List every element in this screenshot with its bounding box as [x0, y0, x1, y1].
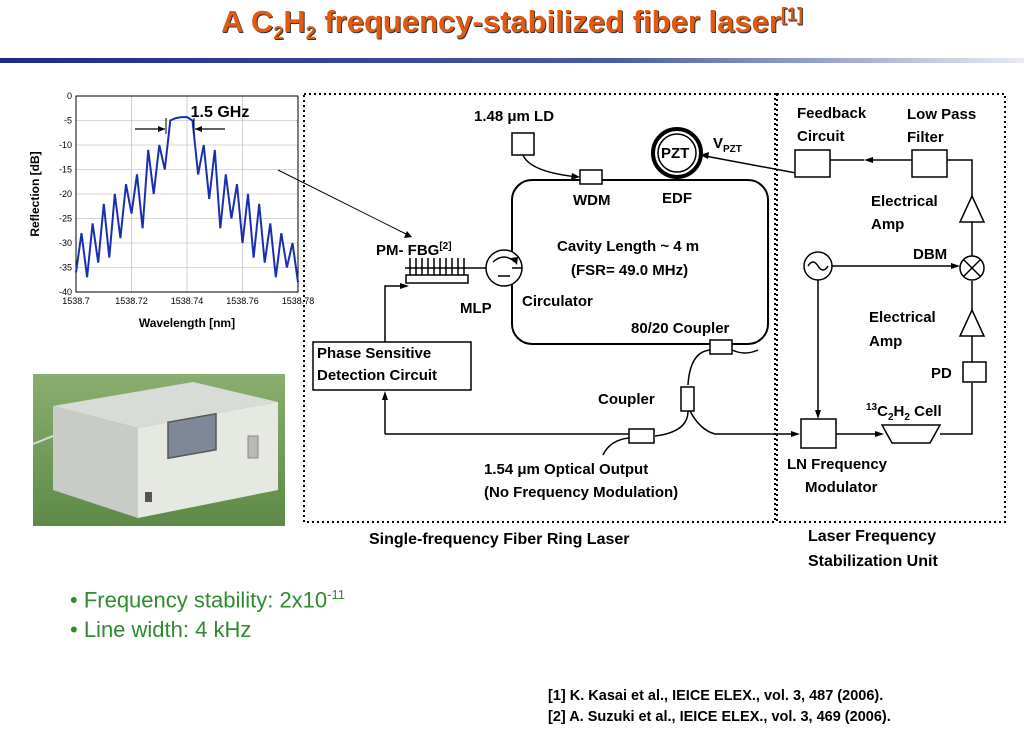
amp2-symbol: [958, 308, 986, 337]
psd-to-fbg-line: [384, 285, 405, 342]
amp1-label-1: Electrical: [871, 193, 938, 210]
vpzt-label: VPZT: [713, 135, 742, 155]
laser-unit-photo: [32, 374, 285, 526]
x-tick-label: 1538.74: [171, 296, 204, 306]
fbg-grating: [409, 258, 465, 275]
psd-label-line2: Detection Circuit: [317, 367, 438, 384]
stabilization-unit-boundary: [776, 93, 1006, 523]
y-tick-label: -30: [59, 238, 72, 248]
coupler-label: Coupler: [598, 391, 655, 408]
coupler-8020: [709, 339, 733, 355]
y-tick-label: -40: [59, 287, 72, 297]
feedback-circuit-label-2: Circuit: [797, 128, 845, 145]
x-tick-labels: 1538.7 1538.72 1538.74 1538.76 1538.78: [62, 296, 314, 306]
photodiode-box: [962, 361, 987, 383]
fbg-substrate: [405, 274, 469, 284]
x-tick-label: 1538.72: [115, 296, 148, 306]
stabilization-caption-1: Laser Frequency: [808, 528, 937, 545]
to-ln-modulator-line: [689, 410, 795, 435]
lpf-label-1: Low Pass: [907, 106, 977, 123]
optical-output-label: 1.54 μm Optical Output: [484, 461, 649, 478]
ln-modulator-label-1: LN Frequency: [787, 456, 888, 473]
no-modulation-label: (No Frequency Modulation): [484, 484, 679, 501]
title-underline: [0, 58, 1024, 63]
wdm-label: WDM: [573, 192, 611, 209]
y-tick-label: -25: [59, 214, 72, 224]
stabilization-caption-2: Stabilization Unit: [808, 553, 938, 570]
circulator-label: Circulator: [522, 293, 593, 310]
pm-fbg-label: PM- FBG[2]: [376, 241, 452, 259]
dbm-label: DBM: [913, 246, 948, 263]
fsr-label: (FSR= 49.0 MHz): [571, 262, 689, 279]
y-tick-label: -15: [59, 165, 72, 175]
coupler-8020-label: 80/20 Coupler: [631, 320, 730, 337]
lpf-box: [911, 149, 948, 178]
lpf-label-2: Filter: [907, 129, 944, 146]
amp2-label-2: Amp: [869, 333, 903, 350]
y-tick-labels: 0 -5 -10 -15 -20 -25 -30 -35 -40: [59, 91, 72, 297]
ln-modulator-label-2: Modulator: [805, 479, 878, 496]
psd-label-line1: Phase Sensitive: [317, 345, 432, 362]
mlp-label: MLP: [460, 300, 492, 317]
psd-circuit-box: [312, 341, 472, 391]
amp1-symbol: [958, 194, 986, 223]
bandwidth-annotation: 1.5 GHz: [191, 104, 250, 121]
arrowhead: [195, 126, 202, 132]
reflection-trace: [75, 116, 299, 283]
arrowhead: [700, 152, 709, 159]
y-tick-label: -5: [64, 116, 72, 126]
y-tick-label: -10: [59, 140, 72, 150]
output-coupler: [628, 428, 655, 444]
feedback-circuit-box: [794, 149, 831, 178]
arrowhead: [158, 126, 165, 132]
plot-frame: [75, 95, 299, 293]
bullet-frequency-stability: • Frequency stability: 2x10-11: [70, 587, 345, 613]
feedback-circuit-label-1: Feedback: [797, 105, 867, 122]
laser-unit-illustration: [32, 374, 285, 526]
edf-label: EDF: [662, 190, 692, 207]
y-tick-label: -35: [59, 263, 72, 273]
references: [1] K. Kasai et al., IEICE ELEX., vol. 3…: [548, 686, 891, 728]
c2h2-cell-symbol: [880, 424, 942, 444]
arrowhead: [404, 231, 412, 238]
reference-2: [2] A. Suzuki et al., IEICE ELEX., vol. …: [548, 709, 891, 725]
x-tick-label: 1538.78: [282, 296, 315, 306]
amp1-label-2: Amp: [871, 216, 905, 233]
x-axis-label: Wavelength [nm]: [139, 316, 235, 330]
x-tick-label: 1538.7: [62, 296, 90, 306]
pump-ld: [511, 132, 535, 156]
arrowhead: [571, 173, 580, 180]
bullet-line-width: • Line width: 4 kHz: [70, 617, 252, 643]
c2h2-cell-label: 13C2H2 Cell: [866, 402, 942, 423]
pzt-label: PZT: [661, 145, 690, 162]
pump-fiber: [522, 154, 579, 178]
amp2-label-1: Electrical: [869, 309, 936, 326]
optical-output-fiber: [602, 437, 630, 456]
pzt-inner: [657, 133, 697, 173]
ln-modulator-box: [800, 418, 837, 449]
y-tick-label: -20: [59, 189, 72, 199]
y-tick-label: 0: [67, 91, 72, 101]
ld-label: 1.48 μm LD: [474, 108, 555, 125]
y-axis-label: Reflection [dB]: [28, 151, 42, 236]
chart-leader-line: [277, 169, 411, 237]
cavity-length-label: Cavity Length ~ 4 m: [557, 238, 700, 255]
ring-laser-caption: Single-frequency Fiber Ring Laser: [369, 531, 630, 548]
ring-laser-boundary: [303, 93, 776, 523]
slide-title: A C2H2 frequency-stabilized fiber laser[…: [221, 4, 803, 44]
pd-label: PD: [931, 365, 952, 382]
coupler: [680, 386, 695, 412]
wdm-coupler: [579, 169, 603, 185]
x-tick-label: 1538.76: [226, 296, 259, 306]
bullet-list: • Frequency stability: 2x10-11 • Line wi…: [70, 580, 345, 645]
reference-1: [1] K. Kasai et al., IEICE ELEX., vol. 3…: [548, 688, 884, 704]
